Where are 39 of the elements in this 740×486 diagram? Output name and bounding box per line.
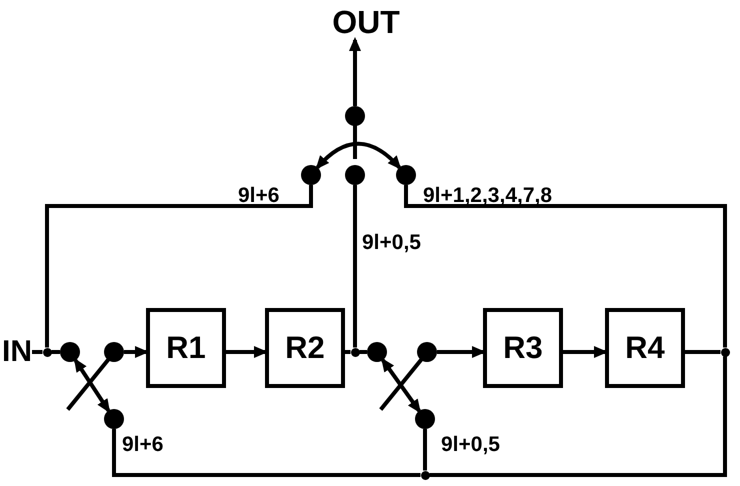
junction-dot <box>720 348 730 356</box>
timing-label: 9l+6 <box>238 185 280 206</box>
double-arrow <box>74 358 110 414</box>
wire <box>404 185 727 348</box>
switch-contact <box>60 342 80 362</box>
arrow <box>349 37 361 106</box>
wire <box>423 429 427 470</box>
switch-contact <box>417 342 437 362</box>
terminal-label: OUT <box>330 4 402 40</box>
wire <box>345 350 350 354</box>
wire <box>360 350 367 354</box>
switch-contact <box>367 342 387 362</box>
timing-label: 9l+6 <box>122 434 164 455</box>
wire <box>112 429 420 477</box>
register-box: R1 <box>146 308 226 388</box>
register-box: R4 <box>605 308 685 388</box>
switch-contact <box>415 409 435 429</box>
register-box: R2 <box>265 308 345 388</box>
junction-dot <box>350 348 360 356</box>
double-arrow <box>315 142 402 170</box>
wire <box>32 350 42 354</box>
timing-label: 9l+0,5 <box>362 232 421 253</box>
wire <box>430 356 727 477</box>
junction-dot <box>42 348 52 356</box>
switch-contact <box>301 165 321 185</box>
wire <box>353 185 357 348</box>
switch-contact <box>104 342 124 362</box>
switch-contact <box>345 165 365 185</box>
switch-contact <box>104 409 124 429</box>
wire <box>685 350 720 354</box>
timing-label: 9l+0,5 <box>441 434 500 455</box>
register-box: R3 <box>483 308 563 388</box>
wire <box>45 185 313 348</box>
wire <box>52 350 60 354</box>
switch-contact <box>345 106 365 126</box>
terminal-label: IN <box>0 337 32 367</box>
junction-dot <box>420 470 430 480</box>
timing-label: 9l+1,2,3,4,7,8 <box>423 185 552 206</box>
switch-contact <box>396 165 416 185</box>
